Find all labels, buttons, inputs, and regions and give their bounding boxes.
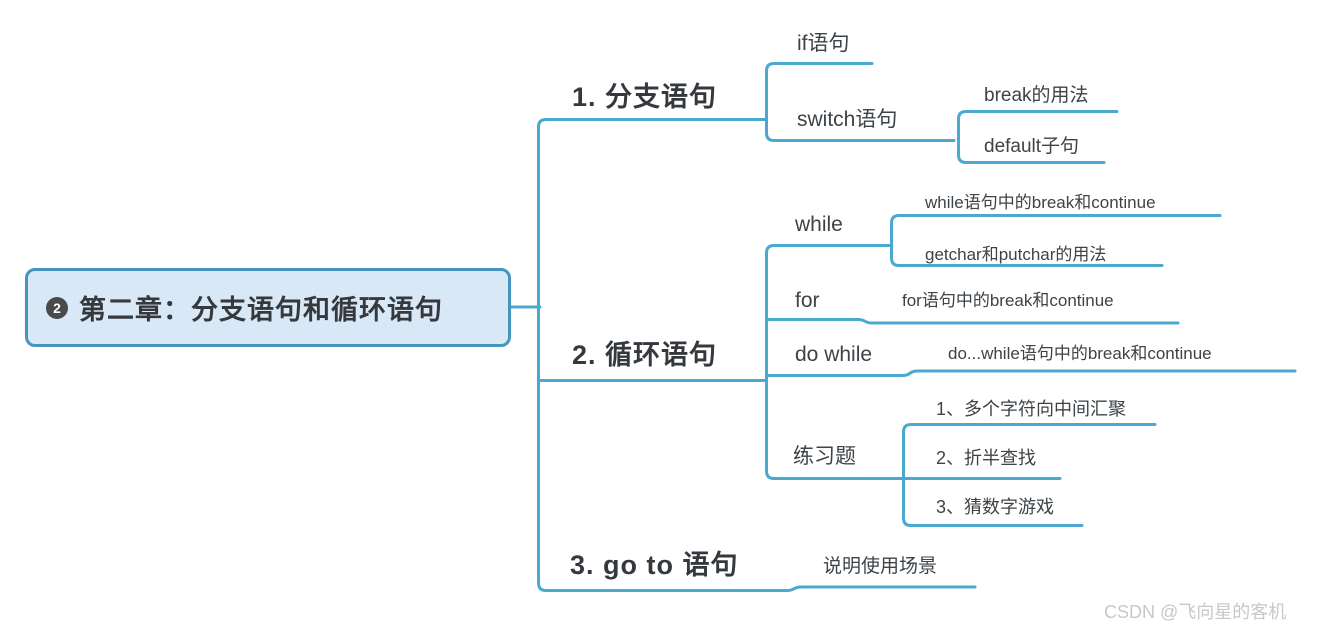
topic-default-clause[interactable]: default子句 [984,136,1080,157]
topic-do-while-break-continue[interactable]: do...while语句中的break和continue [948,344,1212,363]
for-line [765,318,1180,325]
topic-exercise-3[interactable]: 3、猜数字游戏 [936,497,1055,517]
topic-if-statement[interactable]: if语句 [797,32,850,55]
topic-goto-statement[interactable]: 3. go to 语句 [570,550,739,580]
topic-getchar-putchar[interactable]: getchar和putchar的用法 [925,245,1107,264]
topic-exercises[interactable]: 练习题 [793,445,856,468]
topic-goto-usage-scenario[interactable]: 说明使用场景 [823,556,938,577]
topic-switch-statement[interactable]: switch语句 [797,108,898,131]
topic-while-break-continue[interactable]: while语句中的break和continue [925,193,1156,212]
topic-exercise-1[interactable]: 1、多个字符向中间汇聚 [936,399,1127,419]
chapter-number-badge: 2 [46,296,68,319]
topic-do-while[interactable]: do while [795,343,873,366]
csdn-watermark: CSDN @飞向星的客机 [1104,602,1287,622]
goto-child-line [785,585,977,592]
do-while-line [765,369,1297,377]
topic-for[interactable]: for [795,289,820,312]
topic-for-break-continue[interactable]: for语句中的break和continue [902,291,1114,310]
topic-exercise-2[interactable]: 2、折半查找 [936,448,1037,468]
topic-loop-statements[interactable]: 2. 循环语句 [572,340,718,370]
root-topic-label: 第二章：分支语句和循环语句 [79,295,443,325]
root-topic[interactable]: 2 第二章：分支语句和循环语句 [25,268,511,347]
topic-while[interactable]: while [795,213,843,236]
topic-branch-statements[interactable]: 1. 分支语句 [572,82,718,112]
topic-break-usage[interactable]: break的用法 [984,85,1089,106]
